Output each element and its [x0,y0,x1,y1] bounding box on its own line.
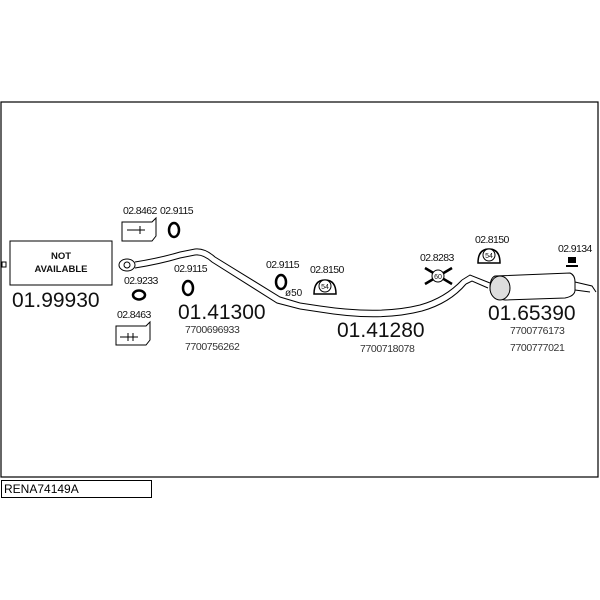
oem-number: 7700756262 [185,341,240,353]
accessory-code: 02.9134 [558,243,593,255]
part-number: 01.65390 [488,302,576,325]
clamp-icon [477,248,501,264]
front-connector-icon [1,261,7,268]
accessory-code: 02.9233 [124,275,159,287]
accessory-code: 02.8283 [420,252,455,264]
rubber-ring-icon [167,221,181,239]
front-pipe [118,248,301,310]
accessory-code: 02.9115 [266,259,300,271]
oem-number: 7700777021 [510,342,565,354]
oem-number: 7700696933 [185,324,240,336]
diagram-frame [0,101,599,478]
accessory-code: 02.9115 [174,263,208,275]
rubber-ring-icon [181,279,195,297]
reference-code: RENA74149A [1,480,152,498]
accessory-code: 02.8150 [475,234,510,246]
rear-muffler [461,272,597,301]
part-number: 01.41280 [337,319,425,342]
not-available-line2: AVAILABLE [35,264,88,275]
accessory-code: 02.8463 [117,309,152,321]
gasket-kit-icon [115,320,151,346]
clamp-size: 54 [321,284,329,291]
accessory-code: 02.8150 [310,264,345,276]
diameter-label: ø50 [285,288,303,299]
gasket-kit-icon [121,216,157,242]
clamp-size: 54 [485,253,493,260]
oem-number: 7700776173 [510,325,565,337]
accessory-code: 02.9115 [160,205,194,217]
clamp-size: 60 [434,274,442,281]
middle-pipe [299,279,467,318]
clamp-icon [424,266,453,286]
rubber-ring-icon [274,273,288,291]
clamp-icon [313,279,337,295]
part-number: 01.41300 [178,301,266,324]
not-available-box: NOT AVAILABLE [9,240,113,286]
gasket-ring-icon [131,289,147,301]
part-number: 01.99930 [12,289,100,312]
rubber-mount-icon [566,257,578,267]
not-available-line1: NOT [51,251,71,262]
oem-number: 7700718078 [360,343,415,355]
accessory-code: 02.8462 [123,205,158,217]
